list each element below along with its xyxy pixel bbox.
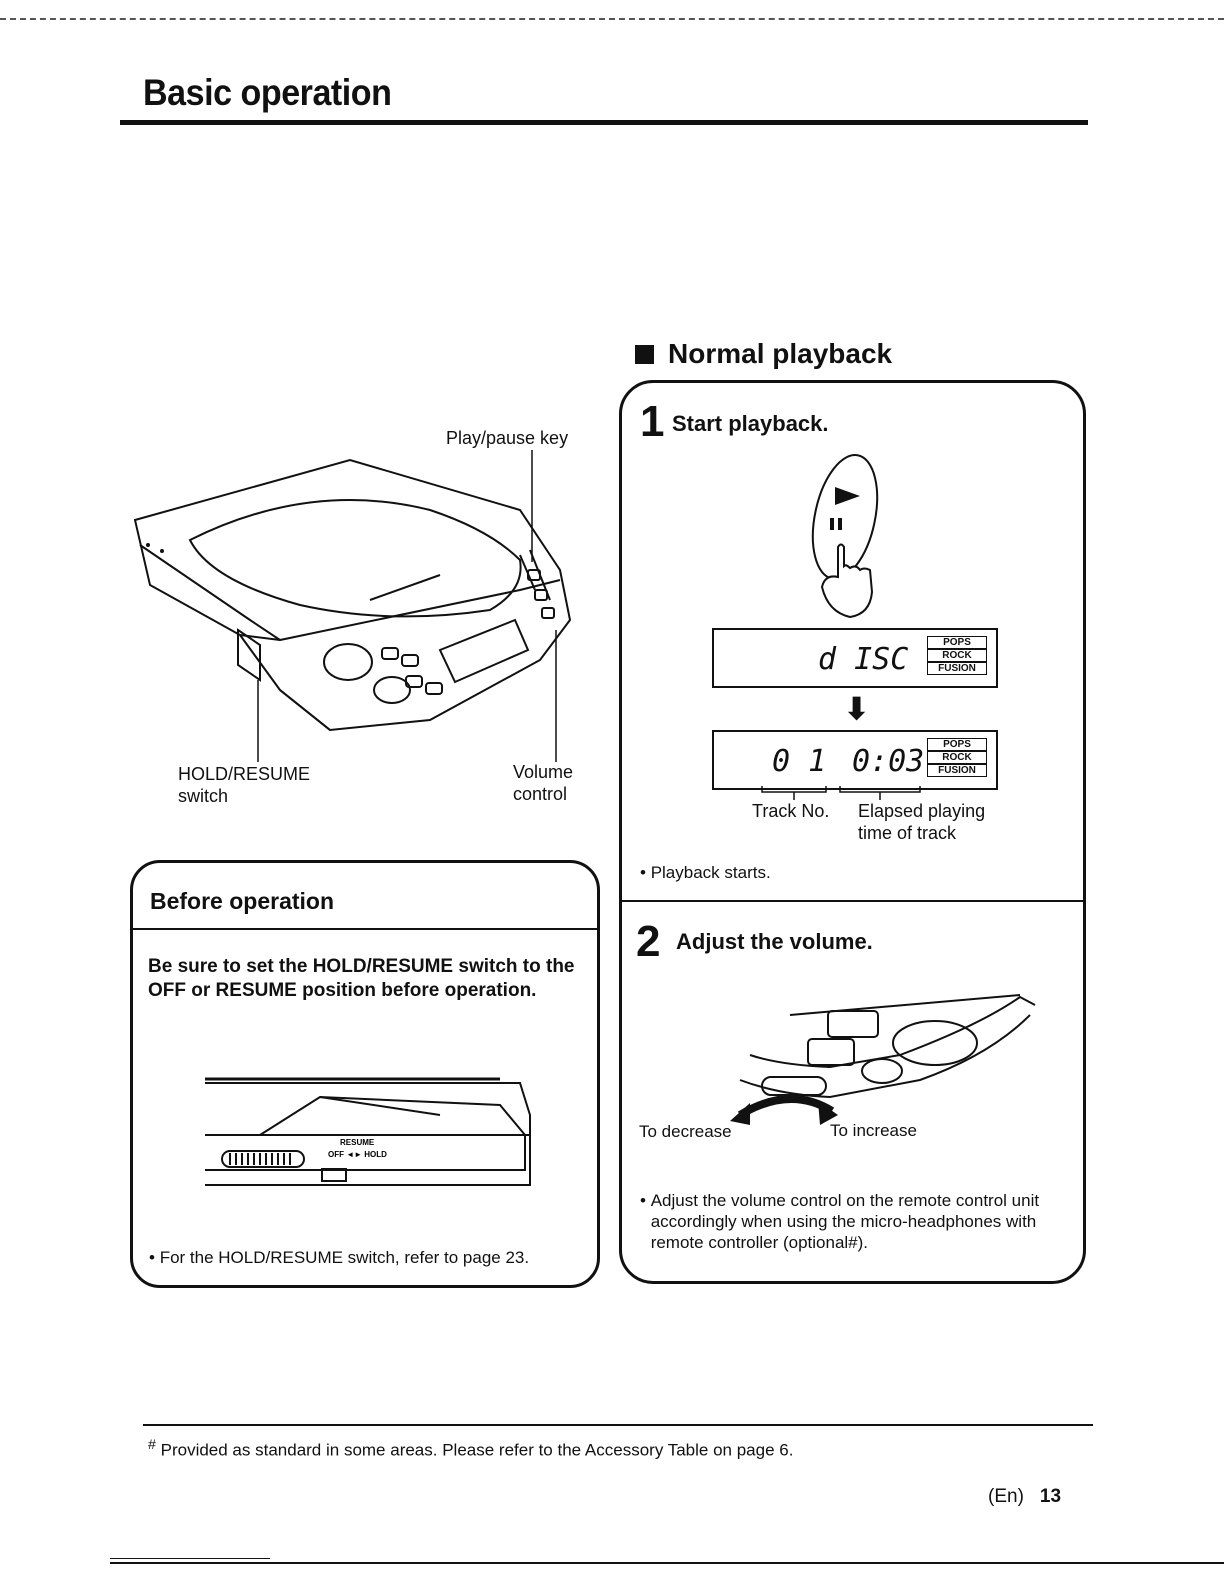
bullet: • [640,1191,651,1210]
bullet: • [149,1248,160,1267]
page-title: Basic operation [143,72,392,113]
play-pause-press-illustration [811,454,879,619]
genre-indicator-1: POPS ROCK FUSION [927,636,987,675]
step2-note: • Adjust the volume control on the remot… [640,1190,1076,1253]
decrease-label: To decrease [639,1122,732,1141]
down-arrow-icon: ⬇ [844,693,870,726]
switch-off-hold-label: OFF ◄► HOLD [328,1150,387,1159]
lcd-track-number: 0 1 [772,744,827,779]
volume-label-line1: Volume [513,762,574,782]
page-number-block: (En) 13 [988,1486,1061,1508]
step1-title: Start playback. [672,411,829,436]
elapsed-label-line1: Elapsed playing [858,801,986,821]
section-heading: Normal playback [635,338,892,370]
square-bullet-icon [635,344,654,364]
volume-control-label: Volume control [513,762,573,805]
genre-indicator-2: POPS ROCK FUSION [927,738,987,777]
top-dashed-rule [0,18,1224,20]
step-divider [622,900,1083,902]
lcd-elapsed-time: 0:03 [852,744,925,779]
step1-note-text: Playback starts. [650,863,771,882]
elapsed-label-line2: time of track [858,822,957,843]
step2-note-text: Adjust the volume control on the remote … [650,1191,1040,1252]
lcd-disc-text: d ISC [818,642,909,677]
elapsed-time-label: Elapsed playing time of track [858,801,985,844]
before-operation-note: • For the HOLD/RESUME switch, refer to p… [149,1248,529,1268]
hold-switch-illustration: RESUME OFF ◄► HOLD [205,1077,531,1186]
step1-note: • Playback starts. [640,863,771,883]
genre-pops: POPS [927,636,987,649]
footnote: # Provided as standard in some areas. Pl… [148,1437,793,1461]
before-operation-panel: Before operation [130,860,600,1288]
before-operation-note-text: For the HOLD/RESUME switch, refer to pag… [159,1248,530,1267]
hold-resume-switch-label: HOLD/RESUME switch [178,764,310,807]
step2-title: Adjust the volume. [676,929,873,954]
before-operation-warning: Be sure to set the HOLD/RESUME switch to… [148,956,575,1001]
genre-rock: ROCK [927,649,987,662]
genre-pops-2: POPS [927,738,987,751]
increase-label: To increase [830,1121,917,1140]
genre-fusion: FUSION [927,662,987,675]
cd-player-illustration [133,450,572,762]
bullet: • [640,863,651,882]
bottom-short-rule [110,1558,270,1559]
page-number: 13 [1039,1486,1062,1507]
play-icon [835,487,860,505]
genre-fusion-2: FUSION [927,764,987,777]
volume-label-line2: control [513,783,568,804]
switch-resume-label: RESUME [340,1138,375,1147]
pause-icon [830,518,834,530]
play-pause-key-label: Play/pause key [446,428,569,448]
genre-rock-2: ROCK [927,751,987,764]
before-operation-heading: Before operation [150,888,335,914]
hold-label-line2: switch [178,785,229,806]
hold-label-line1: HOLD/RESUME [178,764,311,784]
footnote-mark: # [148,1437,156,1453]
track-number-label: Track No. [752,801,830,821]
language-code: (En) [988,1486,1024,1507]
normal-playback-panel [619,380,1086,1284]
title-rule [120,120,1088,125]
before-operation-rule [133,928,597,930]
footnote-rule [143,1424,1093,1426]
lcd-callout-brackets [761,786,921,800]
footnote-text: Provided as standard in some areas. Plea… [160,1440,794,1460]
volume-adjust-illustration [730,994,1036,1125]
bottom-rule [110,1562,1224,1564]
section-title: Normal playback [668,338,893,369]
step1-number: 1 [640,397,665,446]
step2-number: 2 [636,917,661,966]
